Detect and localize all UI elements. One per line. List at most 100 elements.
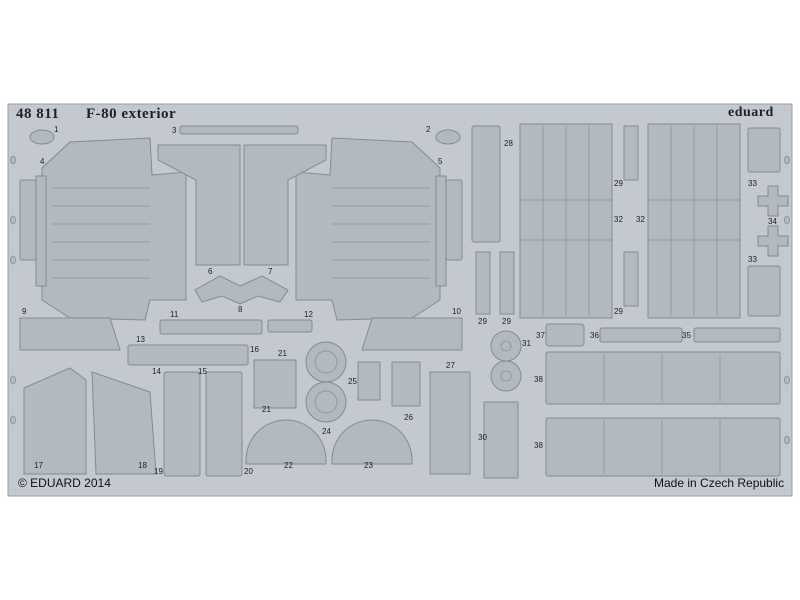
- part-24-ring-bottom: [305, 381, 347, 423]
- part-number-29-a: 29: [478, 317, 487, 326]
- part-number-21-b: 21: [262, 405, 271, 414]
- part-number-21-a: 21: [278, 349, 287, 358]
- part-31-wheel-bottom: [490, 360, 522, 392]
- flap-right-inner: [435, 175, 447, 287]
- part-number-17: 17: [34, 461, 43, 470]
- part-30-mount: [483, 401, 519, 479]
- part-number-31: 31: [522, 339, 531, 348]
- part-12-strip: [267, 319, 313, 333]
- edge-drop-r4: [784, 435, 790, 445]
- part-number-6: 6: [208, 267, 213, 276]
- part-number-26: 26: [404, 413, 413, 422]
- part-number-38-b: 38: [534, 441, 543, 450]
- part-6-bay: [157, 144, 241, 266]
- part-number-1: 1: [54, 125, 59, 134]
- part-17-panel: [23, 367, 87, 475]
- part-number-38-a: 38: [534, 375, 543, 384]
- part-number-4: 4: [40, 157, 45, 166]
- part-number-29-d: 29: [614, 307, 623, 316]
- edge-drop-l5: [10, 415, 16, 425]
- part-number-16: 16: [250, 345, 259, 354]
- part-20-frame: [205, 371, 243, 477]
- flap-left-inner: [35, 175, 47, 287]
- part-number-30: 30: [478, 433, 487, 442]
- wheel-top-hub: [500, 340, 512, 352]
- part-13-strip: [127, 344, 249, 366]
- part-number-2: 2: [426, 125, 431, 134]
- part-33-box-top: [747, 127, 781, 173]
- part-5-panel-right: [295, 137, 441, 321]
- part-23-dome: [331, 419, 413, 465]
- part-29-mount-d: [623, 251, 639, 307]
- part-2-oval: [435, 129, 461, 145]
- part-number-3: 3: [172, 126, 177, 135]
- part-33-box-bottom: [747, 265, 781, 317]
- part-3-strip: [179, 125, 299, 135]
- part-number-5: 5: [438, 157, 443, 166]
- part-number-37: 37: [536, 331, 545, 340]
- copyright-text: © EDUARD 2014: [18, 476, 111, 490]
- part-number-27: 27: [446, 361, 455, 370]
- part-29-mount-a: [475, 251, 491, 315]
- part-number-8: 8: [238, 305, 243, 314]
- edge-drop-r2: [784, 215, 790, 225]
- part-37-plate: [545, 323, 585, 347]
- edge-drop-r1: [784, 155, 790, 165]
- part-11-strip: [159, 319, 263, 335]
- part-number-12: 12: [304, 310, 313, 319]
- part-26-plate: [391, 361, 421, 407]
- part-35-strip: [693, 327, 781, 343]
- edge-drop-l1: [10, 155, 16, 165]
- part-number-33-a: 33: [748, 179, 757, 188]
- part-number-13: 13: [136, 335, 145, 344]
- ring-top-inner: [314, 350, 338, 374]
- part-24-ring-top: [305, 341, 347, 383]
- part-number-22: 22: [284, 461, 293, 470]
- edge-drop-l4: [10, 375, 16, 385]
- edge-drop-r3: [784, 375, 790, 385]
- part-number-19: 19: [154, 467, 163, 476]
- part-number-36: 36: [590, 331, 599, 340]
- part-number-9: 9: [22, 307, 27, 316]
- wheel-bottom-hub: [500, 370, 512, 382]
- edge-drop-l3: [10, 255, 16, 265]
- part-number-28: 28: [504, 139, 513, 148]
- part-number-25: 25: [348, 377, 357, 386]
- part-22-dome: [245, 419, 327, 465]
- flap-right-outer: [445, 179, 463, 261]
- part-19-frame: [163, 371, 201, 477]
- brand-logo: eduard: [728, 105, 774, 120]
- part-number-29-b: 29: [502, 317, 511, 326]
- part-1-oval: [29, 129, 55, 145]
- part-number-14: 14: [152, 367, 161, 376]
- part-number-34: 34: [768, 217, 777, 226]
- part-34-cross-bottom: [757, 225, 789, 257]
- fret-title: F-80 exterior: [86, 106, 177, 122]
- part-38-row-bottom: [545, 417, 781, 477]
- part-7-bay: [243, 144, 327, 266]
- part-27-plate: [429, 371, 471, 475]
- fret-code: 48 811: [16, 106, 60, 122]
- part-number-15: 15: [198, 367, 207, 376]
- part-number-10: 10: [452, 307, 461, 316]
- part-34-cross-top: [757, 185, 789, 217]
- part-8-bracket: [194, 275, 289, 305]
- part-number-32-a: 32: [614, 215, 623, 224]
- part-18-panel: [91, 371, 157, 475]
- part-31-wheel-top: [490, 330, 522, 362]
- part-number-11: 11: [170, 310, 179, 319]
- part-10-strip: [361, 317, 463, 351]
- flap-left-outer: [19, 179, 37, 261]
- part-number-32-b: 32: [636, 215, 645, 224]
- part-number-18: 18: [138, 461, 147, 470]
- part-21-plate: [253, 359, 297, 409]
- part-9-strip: [19, 317, 121, 351]
- part-29-mount-c: [623, 125, 639, 181]
- part-36-strip: [599, 327, 683, 343]
- part-25-plate: [357, 361, 381, 401]
- ring-bottom-inner: [314, 390, 338, 414]
- part-29-mount-b: [499, 251, 515, 315]
- part-number-23: 23: [364, 461, 373, 470]
- part-4-panel-left: [41, 137, 187, 321]
